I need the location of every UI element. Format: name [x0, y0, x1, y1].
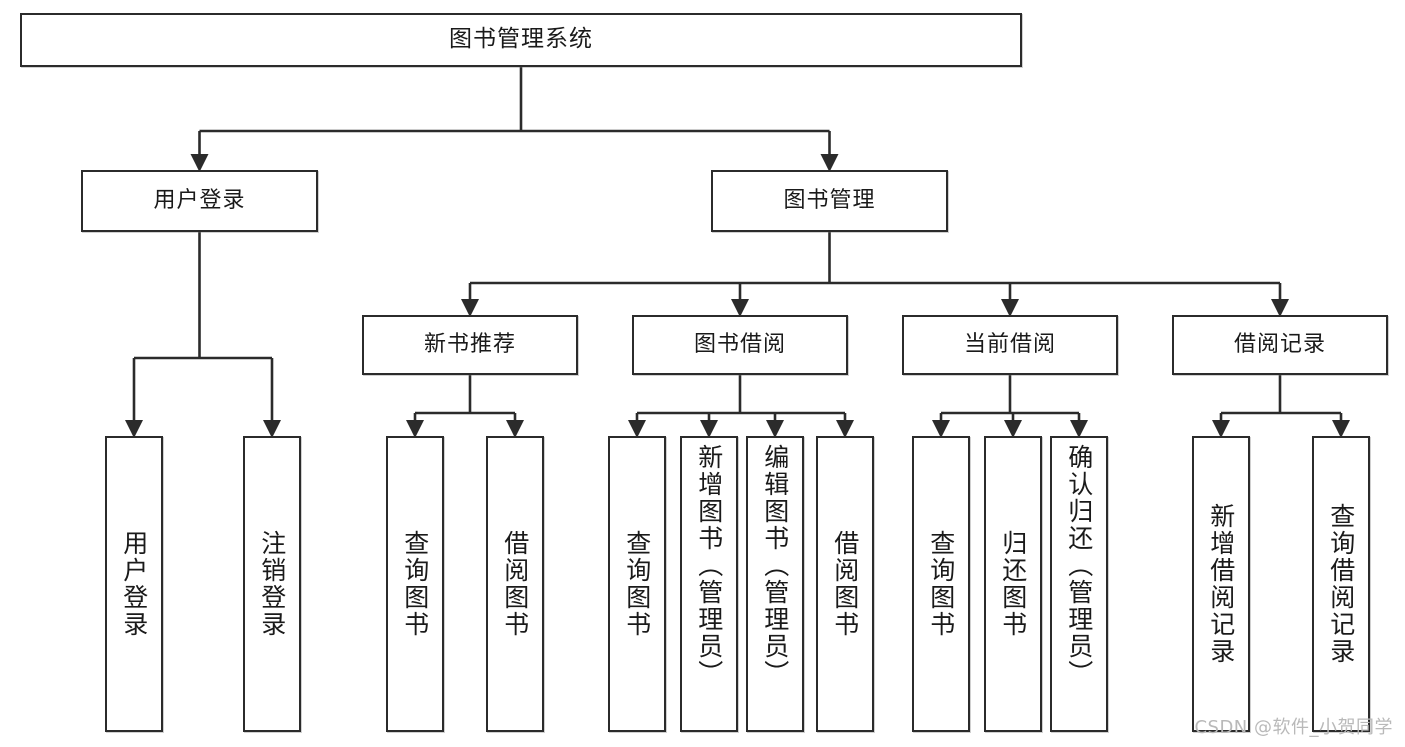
leaf-record-add[interactable]: 新增借阅记录	[1192, 436, 1250, 732]
leaf-recommend-borrow-book[interactable]: 借阅图书	[486, 436, 544, 732]
leaf-borrow-add-book-admin-label: 新增图书（管理员）	[694, 444, 724, 687]
leaf-current-return-book[interactable]: 归还图书	[984, 436, 1042, 732]
leaf-user-login[interactable]: 用户登录	[105, 436, 163, 732]
leaf-current-query-book[interactable]: 查询图书	[912, 436, 970, 732]
node-new-book-recommend-label: 新书推荐	[423, 332, 516, 358]
node-user-login-label: 用户登录	[153, 188, 246, 214]
leaf-recommend-query-book-label: 查询图书	[400, 530, 430, 638]
node-current-borrow[interactable]: 当前借阅	[902, 315, 1118, 375]
leaf-current-query-book-label: 查询图书	[926, 530, 956, 638]
watermark: CSDN @软件_小贺同学	[1194, 717, 1393, 738]
leaf-borrow-add-book-admin[interactable]: 新增图书（管理员）	[680, 436, 738, 732]
leaf-current-confirm-return-admin[interactable]: 确认归还（管理员）	[1050, 436, 1108, 732]
leaf-recommend-query-book[interactable]: 查询图书	[386, 436, 444, 732]
node-root-label: 图书管理系统	[449, 26, 593, 53]
leaf-record-add-label: 新增借阅记录	[1206, 503, 1236, 665]
leaf-current-return-book-label: 归还图书	[998, 530, 1028, 638]
leaf-borrow-borrow-book[interactable]: 借阅图书	[816, 436, 874, 732]
leaf-borrow-query-book[interactable]: 查询图书	[608, 436, 666, 732]
node-borrow-record-label: 借阅记录	[1233, 332, 1326, 358]
leaf-borrow-borrow-book-label: 借阅图书	[830, 530, 860, 638]
node-root[interactable]: 图书管理系统	[20, 13, 1022, 67]
node-book-borrow-label: 图书借阅	[693, 332, 786, 358]
node-new-book-recommend[interactable]: 新书推荐	[362, 315, 578, 375]
node-book-borrow[interactable]: 图书借阅	[632, 315, 848, 375]
leaf-borrow-edit-book-admin-label: 编辑图书（管理员）	[760, 444, 790, 687]
leaf-record-query[interactable]: 查询借阅记录	[1312, 436, 1370, 732]
leaf-recommend-borrow-book-label: 借阅图书	[500, 530, 530, 638]
node-book-manage[interactable]: 图书管理	[711, 170, 948, 232]
node-book-manage-label: 图书管理	[783, 188, 876, 214]
leaf-user-logout-label: 注销登录	[257, 530, 287, 638]
leaf-record-query-label: 查询借阅记录	[1326, 503, 1356, 665]
leaf-user-logout[interactable]: 注销登录	[243, 436, 301, 732]
node-current-borrow-label: 当前借阅	[963, 332, 1056, 358]
leaf-borrow-query-book-label: 查询图书	[622, 530, 652, 638]
leaf-user-login-label: 用户登录	[119, 530, 149, 638]
leaf-current-confirm-return-admin-label: 确认归还（管理员）	[1064, 444, 1094, 687]
node-user-login[interactable]: 用户登录	[81, 170, 318, 232]
node-borrow-record[interactable]: 借阅记录	[1172, 315, 1388, 375]
leaf-borrow-edit-book-admin[interactable]: 编辑图书（管理员）	[746, 436, 804, 732]
